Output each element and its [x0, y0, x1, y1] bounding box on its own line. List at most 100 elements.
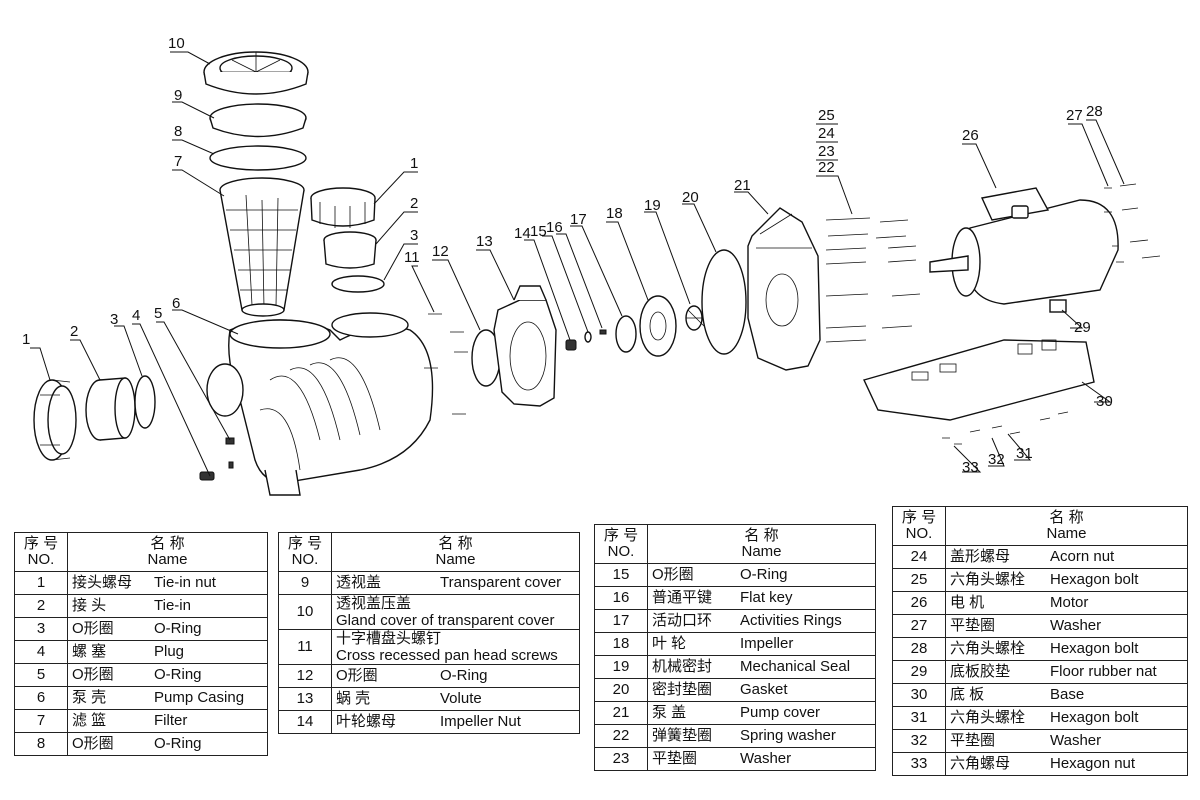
row-en: O-Ring	[440, 667, 488, 684]
row-cn: 十字槽盘头螺钉	[336, 630, 442, 647]
row-cn: 电 机	[950, 594, 985, 611]
header-no-en: NO.	[905, 525, 933, 542]
row-en: Gasket	[740, 681, 788, 698]
part-filter	[219, 177, 305, 317]
row-no: 16	[594, 586, 648, 610]
row-no: 10	[278, 594, 332, 630]
row-no: 18	[594, 632, 648, 656]
row-no: 20	[594, 678, 648, 702]
header-no-cn: 序 号	[901, 509, 937, 526]
part-o-ring-right	[331, 275, 385, 293]
callout-9: 9	[174, 87, 182, 104]
row-cn: 普通平键	[652, 589, 713, 606]
row-no: 23	[594, 747, 648, 771]
callout-21: 21	[734, 177, 751, 194]
callout-19: 19	[644, 197, 661, 214]
row-en: Spring washer	[740, 727, 836, 744]
row-no: 4	[14, 640, 68, 664]
row-cn: 透视盖压盖	[336, 595, 412, 612]
row-no: 5	[14, 663, 68, 687]
callout-14: 14	[514, 225, 531, 242]
row-cn: 盖形螺母	[950, 548, 1011, 565]
row-no: 31	[892, 706, 946, 730]
row-no: 19	[594, 655, 648, 679]
row-no: 21	[594, 701, 648, 725]
row-en: Pump cover	[740, 704, 821, 721]
row-no: 12	[278, 664, 332, 688]
part-pump-casing	[206, 312, 434, 496]
callout-6: 6	[172, 295, 180, 312]
part-activities-rings	[615, 315, 637, 353]
row-no: 14	[278, 710, 332, 734]
row-cn: 叶 轮	[652, 635, 687, 652]
row-no: 26	[892, 591, 946, 615]
row-cn: 六角头螺栓	[950, 571, 1026, 588]
part-floor-rubber	[1049, 299, 1067, 313]
row-en: Acorn nut	[1050, 548, 1115, 565]
header-no-cn: 序 号	[287, 535, 323, 552]
row-en: Impeller	[740, 635, 794, 652]
callout-11: 11	[404, 249, 420, 266]
header-name-en: Name	[741, 543, 782, 560]
callout-28: 28	[1086, 103, 1103, 120]
row-no: 22	[594, 724, 648, 748]
part-o-ring-15	[584, 331, 592, 343]
callout-27: 27	[1066, 107, 1083, 124]
row-en: Pump Casing	[154, 689, 245, 706]
callout-10: 10	[168, 35, 185, 52]
row-no: 28	[892, 637, 946, 661]
row-cn: 滤 篮	[72, 712, 107, 729]
row-en: O-Ring	[154, 666, 202, 683]
part-gland-cover	[203, 51, 309, 95]
part-washers-bolts-27-28	[1104, 183, 1161, 263]
callout-15: 15	[530, 223, 547, 240]
row-cn: 透视盖	[336, 574, 382, 591]
row-en: Floor rubber nat	[1050, 663, 1157, 680]
callout-7: 7	[174, 153, 182, 170]
part-o-ring-8	[209, 145, 307, 171]
header-no-en: NO.	[27, 551, 55, 568]
callout-18: 18	[606, 205, 623, 222]
header-name-cn: 名 称	[438, 535, 473, 552]
row-cn: 蜗 壳	[336, 690, 371, 707]
callout-4: 4	[132, 307, 140, 324]
row-cn: 底板胶垫	[950, 663, 1011, 680]
header-name-cn: 名 称	[744, 527, 779, 544]
row-en: Hexagon bolt	[1050, 571, 1139, 588]
row-no: 1	[14, 571, 68, 595]
row-en: Hexagon bolt	[1050, 709, 1139, 726]
row-no: 7	[14, 709, 68, 733]
header-no-en: NO.	[607, 543, 635, 560]
row-en: Impeller Nut	[440, 713, 521, 730]
row-no: 3	[14, 617, 68, 641]
row-en: Tie-in nut	[154, 574, 216, 591]
part-transparent-cover	[209, 103, 307, 138]
leader-lines	[30, 51, 1125, 477]
callout-2: 2	[70, 323, 78, 340]
row-cn: 六角头螺栓	[950, 709, 1026, 726]
callout-23: 23	[818, 143, 835, 160]
row-cn: 接头螺母	[72, 574, 133, 591]
callout-26: 26	[962, 127, 979, 144]
row-no: 15	[594, 563, 648, 587]
callout-24: 24	[818, 125, 835, 142]
part-screws-11	[424, 313, 468, 415]
